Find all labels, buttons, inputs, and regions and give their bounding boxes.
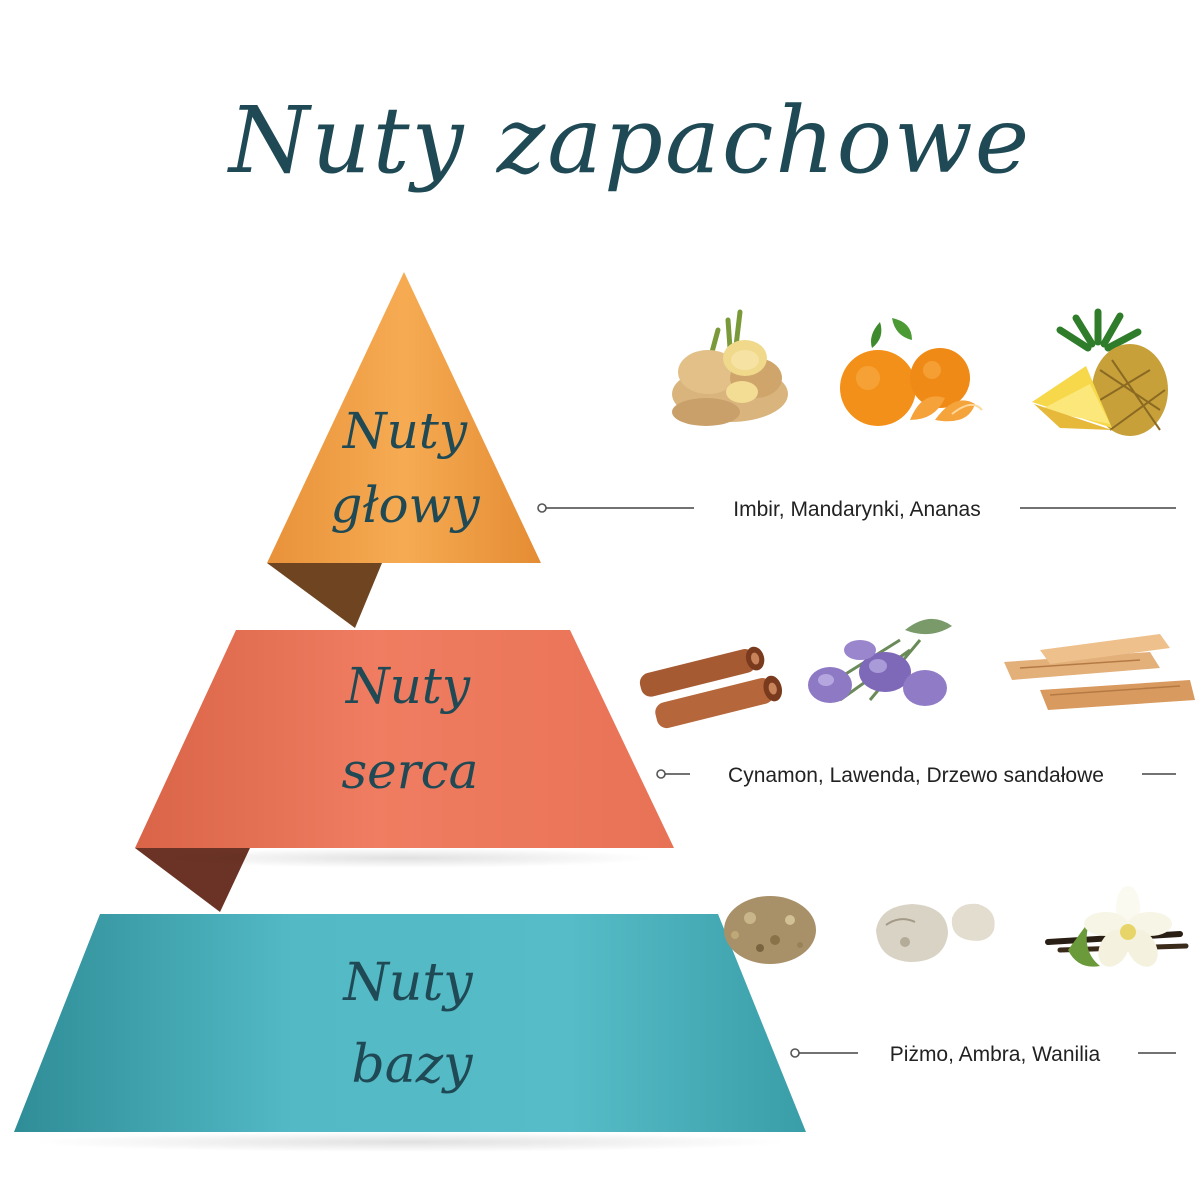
heart-notes-callout: Cynamon, Lawenda, Drzewo sandałowe — [656, 764, 1176, 787]
mandarin-icon — [840, 318, 983, 426]
heart-tier-trapezoid — [135, 630, 674, 848]
lavender-icon — [808, 618, 952, 706]
base-notes-text: Piżmo, Ambra, Wanilia — [890, 1043, 1101, 1066]
top-tier: Nuty głowy — [267, 272, 541, 628]
heart-notes-dot — [656, 769, 666, 779]
cinnamon-icon — [639, 646, 783, 729]
base-tier-label-line1: Nuty — [341, 953, 473, 1013]
heart-notes-text: Cynamon, Lawenda, Drzewo sandałowe — [728, 764, 1104, 787]
vanilla-icon — [1045, 886, 1189, 967]
heart-tier-label-line1: Nuty — [345, 657, 471, 715]
amber-icon — [876, 903, 995, 962]
top-notes-dot — [537, 503, 547, 513]
top-tier-fold — [267, 563, 382, 628]
page-title: Nuty zapachowe — [227, 87, 1031, 194]
top-tier-label-line1: Nuty — [342, 402, 468, 460]
ginger-icon — [672, 309, 788, 426]
musk-icon — [724, 896, 816, 964]
heart-tier: Nuty serca — [135, 630, 674, 912]
sandalwood-icon — [1004, 634, 1195, 710]
heart-tier-label-line2: serca — [342, 742, 479, 800]
top-tier-triangle — [267, 272, 541, 563]
base-tier-trapezoid — [14, 914, 806, 1132]
top-tier-label-line2: głowy — [330, 476, 480, 534]
heart-tier-shadow — [154, 848, 654, 868]
base-notes-dot — [790, 1048, 800, 1058]
base-notes-callout: Piżmo, Ambra, Wanilia — [790, 1043, 1176, 1066]
base-tier-label-line2: bazy — [351, 1035, 473, 1095]
pineapple-icon — [1032, 308, 1168, 436]
base-tier-shadow — [30, 1132, 790, 1152]
top-notes-callout: Imbir, Mandarynki, Ananas — [537, 498, 1176, 521]
base-tier: Nuty bazy — [14, 914, 806, 1152]
top-notes-text: Imbir, Mandarynki, Ananas — [733, 498, 980, 521]
